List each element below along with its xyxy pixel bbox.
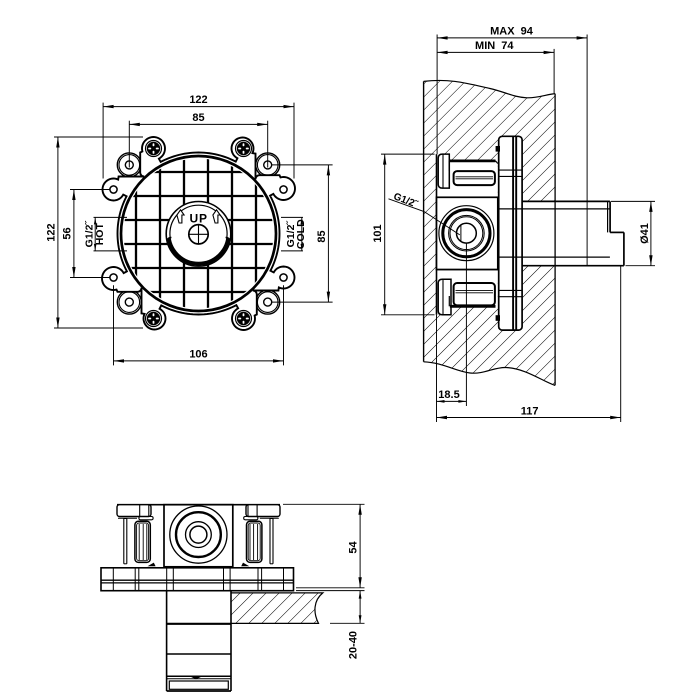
svg-text:G1/2˝: G1/2˝ xyxy=(84,221,96,248)
svg-text:20-40: 20-40 xyxy=(348,631,360,659)
svg-text:122: 122 xyxy=(189,94,207,106)
svg-text:Ø41: Ø41 xyxy=(639,223,651,244)
svg-text:122: 122 xyxy=(45,223,57,241)
svg-text:54: 54 xyxy=(348,541,360,554)
svg-text:MIN 74: MIN 74 xyxy=(475,40,514,52)
svg-text:101: 101 xyxy=(372,224,384,242)
svg-text:HOT: HOT xyxy=(94,223,106,246)
svg-text:117: 117 xyxy=(521,405,539,417)
svg-text:18.5: 18.5 xyxy=(438,389,459,401)
svg-text:85: 85 xyxy=(192,112,204,124)
svg-text:UP: UP xyxy=(190,212,208,226)
svg-text:106: 106 xyxy=(189,349,207,361)
svg-text:85: 85 xyxy=(316,230,328,242)
svg-text:COLD: COLD xyxy=(295,219,307,249)
svg-text:56: 56 xyxy=(61,227,73,239)
svg-text:MAX 94: MAX 94 xyxy=(490,26,534,38)
svg-text:G1/2˝: G1/2˝ xyxy=(285,221,297,248)
